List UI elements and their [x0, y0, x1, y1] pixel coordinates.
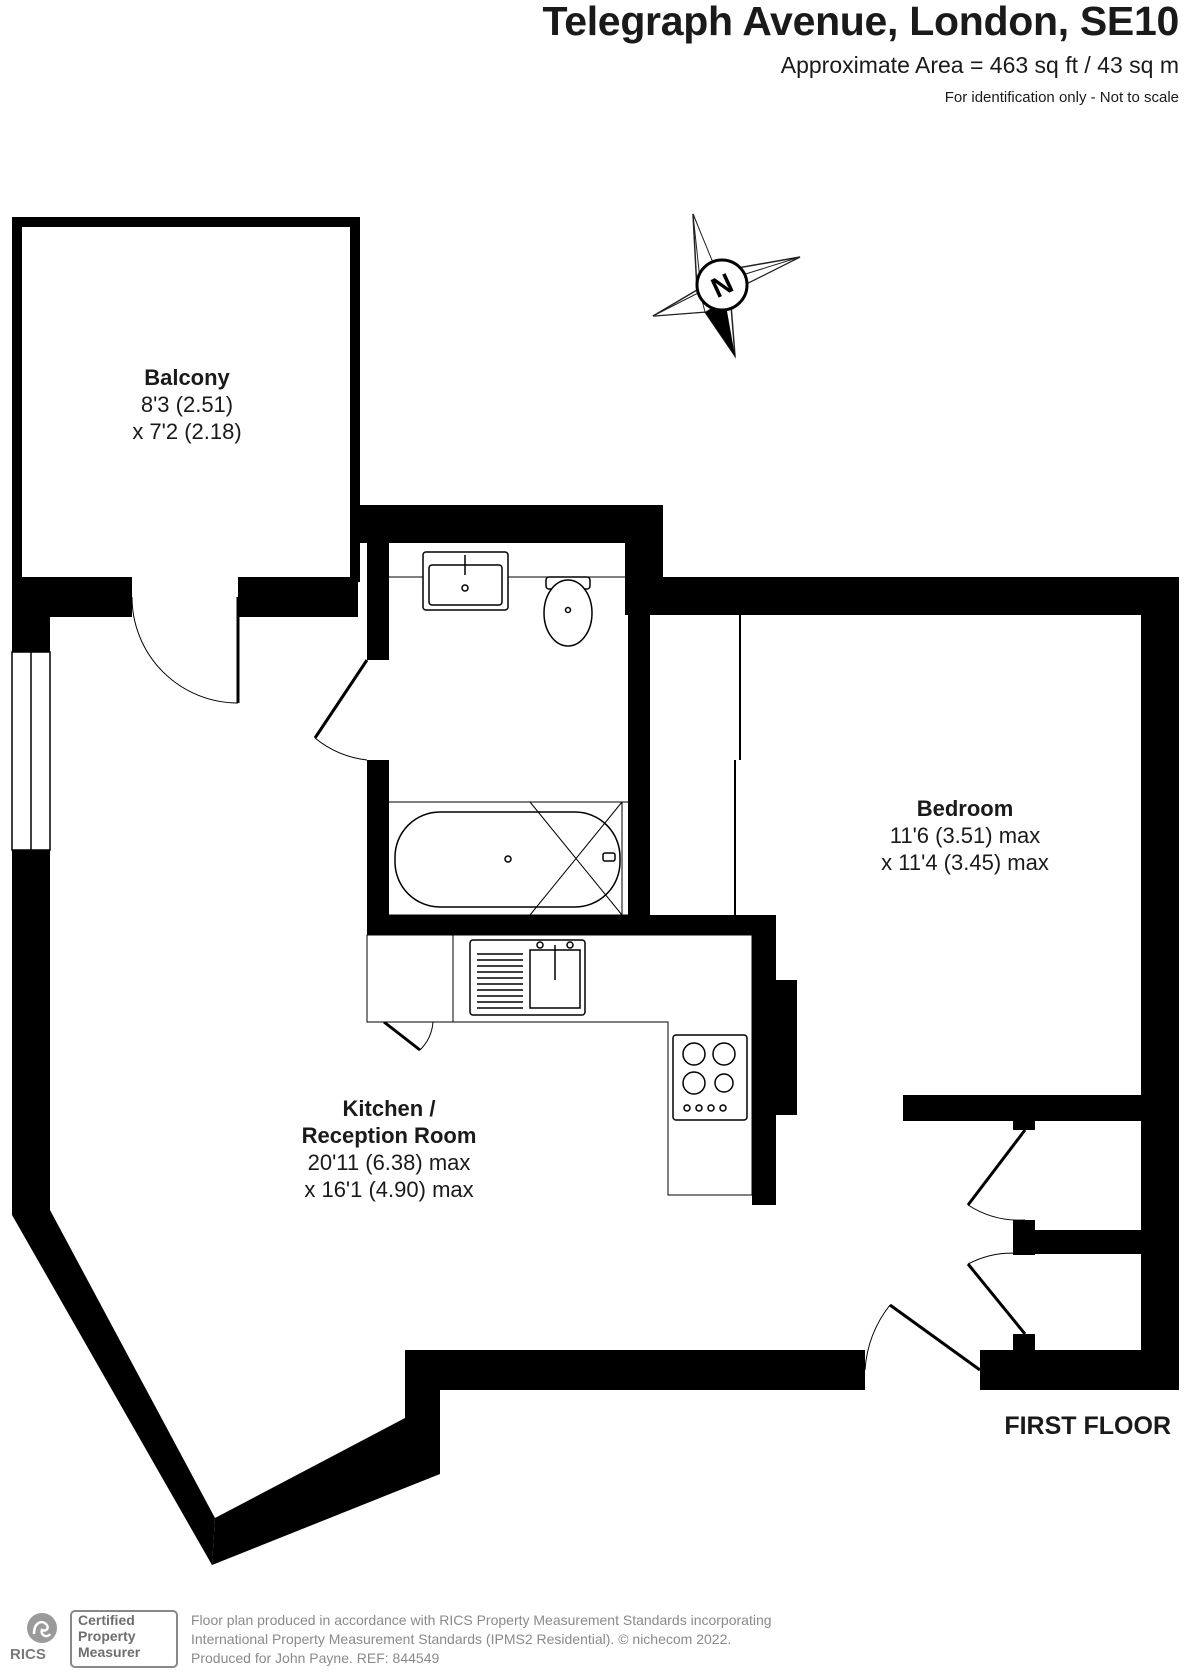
- approximate-area: Approximate Area = 463 sq ft / 43 sq m: [780, 52, 1179, 78]
- rics-badge: RICS Certified Property Measurer: [4, 1610, 180, 1670]
- floor-label: FIRST FLOOR: [1004, 1412, 1171, 1440]
- window: [11, 651, 51, 851]
- room-dimension: 11'6 (3.51) max: [889, 823, 1041, 848]
- room-dimension: x 11'4 (3.45) max: [881, 850, 1049, 875]
- room-name: Reception Room: [301, 1123, 477, 1148]
- room-label-bedroom: Bedroom 11'6 (3.51) max x 11'4 (3.45) ma…: [881, 795, 1049, 876]
- wardrobe-doors: [734, 615, 741, 915]
- walls: [12, 217, 1179, 1565]
- room-dimension: x 16'1 (4.90) max: [304, 1177, 474, 1202]
- rics-wordmark: RICS: [10, 1646, 46, 1663]
- room-name: Kitchen /: [342, 1096, 436, 1121]
- room-dimension: 8'3 (2.51): [140, 392, 234, 417]
- room-dimension: x 7'2 (2.18): [132, 419, 242, 444]
- kitchen-fixtures: [366, 934, 753, 1196]
- badge-line: Certified: [78, 1612, 135, 1628]
- footer-line: International Property Measurement Stand…: [191, 1631, 732, 1647]
- room-name: Bedroom: [916, 796, 1014, 821]
- rics-logo-icon: [27, 1613, 57, 1643]
- room-label-kitchen: Kitchen / Reception Room 20'11 (6.38) ma…: [302, 1095, 477, 1203]
- room-label-balcony: Balcony 8'3 (2.51) x 7'2 (2.18): [132, 364, 241, 445]
- scale-note: For identification only - Not to scale: [944, 89, 1179, 106]
- bathroom-fixtures: [389, 551, 628, 916]
- floor-plan: N: [11, 213, 1179, 1565]
- room-dimension: 20'11 (6.38) max: [307, 1150, 471, 1175]
- badge-text: Certified Property Measurer: [78, 1612, 140, 1660]
- footer-line: Floor plan produced in accordance with R…: [191, 1612, 772, 1628]
- page-title: Telegraph Avenue, London, SE10: [542, 0, 1180, 44]
- room-name: Balcony: [144, 365, 230, 390]
- compass-icon: N: [652, 213, 801, 359]
- badge-line: Property: [78, 1628, 136, 1644]
- badge-frame: [70, 1610, 178, 1668]
- footer-disclaimer: Floor plan produced in accordance with R…: [191, 1611, 772, 1668]
- footer-line: Produced for John Payne. REF: 844549: [191, 1650, 440, 1666]
- doors: [131, 596, 1027, 1372]
- badge-line: Measurer: [78, 1644, 141, 1660]
